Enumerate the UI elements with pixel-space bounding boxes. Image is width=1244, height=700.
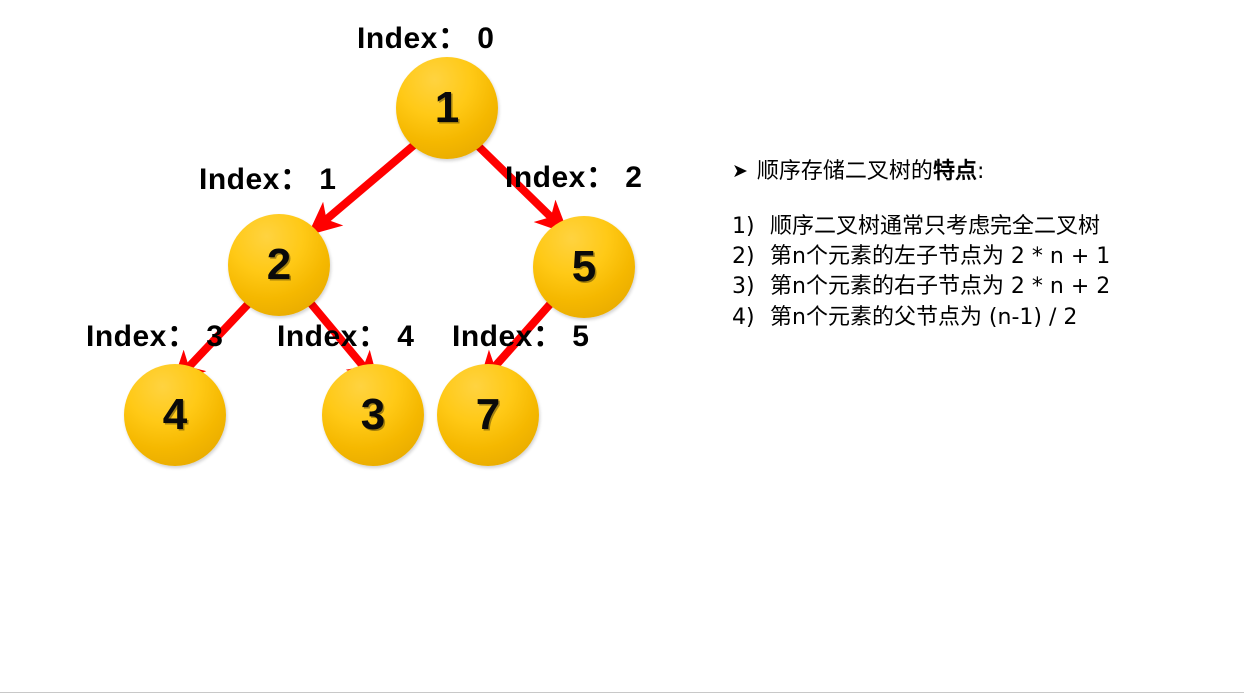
index-label-1: Index： 1: [199, 163, 337, 196]
tree-node-value: 7: [475, 390, 501, 439]
tree-node-value: 5: [571, 242, 597, 291]
list-item-text: 第n个元素的左子节点为 2 * n + 1: [770, 243, 1111, 269]
list-item: 4) 第n个元素的父节点为 (n-1) / 2: [732, 303, 1232, 333]
list-item-number: 4): [732, 304, 755, 330]
notes-heading-prefix: 顺序存储二叉树的: [756, 159, 933, 184]
notes-heading: ➤ 顺序存储二叉树的特点:: [732, 158, 1232, 186]
tree-node-value: 3: [360, 390, 386, 439]
tree-node-value: 4: [162, 390, 188, 439]
tree-node-left-right[interactable]: 3: [322, 364, 424, 466]
list-item-number: 3): [732, 274, 755, 300]
list-item-text: 第n个元素的父节点为 (n-1) / 2: [770, 304, 1078, 330]
bullet-arrow-icon: ➤: [732, 160, 748, 182]
tree-node-value: 2: [266, 240, 292, 289]
tree-node-left[interactable]: 2: [228, 214, 330, 316]
tree-node-value: 1: [434, 83, 460, 132]
notes-heading-bold: 特点: [932, 159, 977, 184]
notes-panel: ➤ 顺序存储二叉树的特点: 1) 顺序二叉树通常只考虑完全二叉树 2) 第n个元素…: [732, 158, 1232, 333]
list-item-text: 第n个元素的右子节点为 2 * n + 2: [770, 274, 1111, 300]
tree-node-right[interactable]: 5: [533, 216, 635, 318]
list-item-text: 顺序二叉树通常只考虑完全二叉树: [770, 213, 1101, 239]
list-item: 2) 第n个元素的左子节点为 2 * n + 1: [732, 242, 1232, 272]
list-item-number: 2): [732, 243, 755, 269]
tree-node-right-left[interactable]: 7: [437, 364, 539, 466]
list-item: 1) 顺序二叉树通常只考虑完全二叉树: [732, 212, 1232, 242]
index-label-0: Index： 0: [357, 22, 495, 55]
tree-node-root[interactable]: 1: [396, 57, 498, 159]
notes-heading-suffix: :: [976, 159, 985, 184]
list-item-number: 1): [732, 213, 755, 239]
tree-node-left-left[interactable]: 4: [124, 364, 226, 466]
index-label-2: Index： 2: [505, 161, 643, 194]
index-label-5: Index： 5: [452, 320, 590, 353]
bottom-divider: [0, 692, 1244, 693]
list-item: 3) 第n个元素的右子节点为 2 * n + 2: [732, 272, 1232, 302]
index-label-3: Index： 3: [86, 320, 224, 353]
binary-tree-diagram: Index： 0 Index： 1 Index： 2 Index： 3 Inde…: [0, 0, 720, 520]
index-label-4: Index： 4: [277, 320, 415, 353]
notes-list: 1) 顺序二叉树通常只考虑完全二叉树 2) 第n个元素的左子节点为 2 * n …: [732, 212, 1232, 333]
